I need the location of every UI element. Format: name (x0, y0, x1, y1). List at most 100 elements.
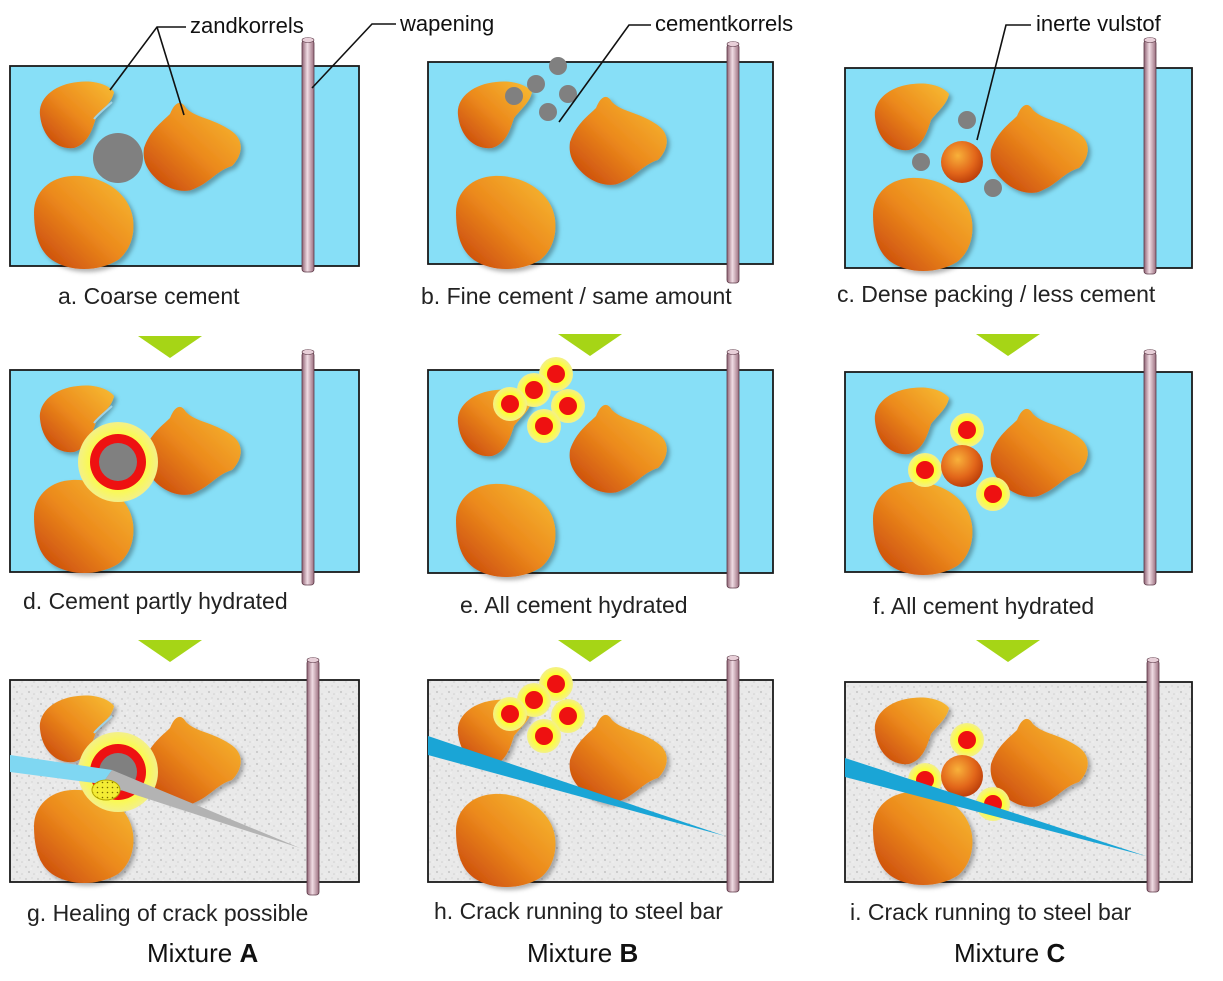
hydrated-cement-4 (535, 417, 553, 435)
sand-grain-bottom (456, 175, 556, 269)
panel-f-content (873, 387, 1088, 575)
sand-grain-right (143, 406, 241, 495)
mixture-a-label: Mixture A (147, 938, 258, 969)
caption-e: e. All cement hydrated (460, 592, 688, 618)
crack-healing-spot (91, 779, 121, 801)
hydrated-cement-3 (501, 705, 519, 723)
coarse-cement-grain (93, 133, 143, 183)
sand-grain-right (990, 408, 1088, 497)
callout-cement: cementkorrels (655, 11, 794, 36)
mixture-a-letter: A (239, 938, 259, 968)
caption-g: g. Healing of crack possible (27, 900, 309, 926)
hydrated-cement-3 (501, 395, 519, 413)
steel-bar-e (726, 351, 740, 589)
sand-grain-top (874, 387, 949, 455)
sand-grain-top (39, 81, 114, 149)
down-arrow-1 (558, 334, 622, 356)
callout-lines (109, 23, 1031, 141)
hydrated-cement-1 (525, 691, 543, 709)
hydrated-cement-0 (547, 675, 565, 693)
hydrated-cement-4 (535, 727, 553, 745)
steel-bar-g (306, 659, 320, 896)
steel-bar-b (726, 43, 740, 284)
panel-d-content (34, 385, 241, 573)
hydrated-cement-0 (958, 421, 976, 439)
fine-cement-grain-0 (958, 111, 976, 129)
steel-bar-top-g (306, 657, 320, 663)
panel-f (844, 371, 1193, 575)
panel-c (844, 67, 1193, 271)
callout-line-cement (558, 24, 651, 123)
steel-bar-d (301, 351, 315, 586)
sand-grain-right (990, 104, 1088, 193)
sand-grain-highlight (93, 715, 113, 734)
callout-line-sand-2 (156, 26, 185, 116)
sand-grain-bottom (456, 793, 556, 887)
inert-filler-grain (941, 445, 983, 487)
panel-e (427, 357, 774, 577)
hydrated-cement-2 (984, 485, 1002, 503)
hydrated-cement-1 (916, 461, 934, 479)
callout-rebar: wapening (400, 11, 495, 36)
sand-grain-right (143, 716, 241, 805)
hydrated-cement-2 (559, 397, 577, 415)
sand-grain-bottom (34, 789, 134, 883)
steel-bar-top-h (726, 655, 740, 661)
sand-grain-right (990, 718, 1088, 807)
panel-b (427, 57, 774, 269)
steel-bar-a (301, 39, 315, 273)
callout-sand: zandkorrels (190, 13, 304, 38)
hydrated-cement-0 (547, 365, 565, 383)
fine-cement-grain-1 (912, 153, 930, 171)
panel-a-content (34, 81, 241, 269)
fine-cement-grain-0 (549, 57, 567, 75)
sand-grain-bottom (456, 483, 556, 577)
hydrated-cement-0 (958, 731, 976, 749)
steel-bar-top-a (301, 37, 315, 43)
sand-grain-bottom (873, 177, 973, 271)
mixture-c-letter: C (1046, 938, 1066, 968)
crack-open-part (10, 755, 112, 784)
steel-bar-top-c (1143, 37, 1157, 43)
fine-cement-grain-1 (527, 75, 545, 93)
sand-grain-bottom (34, 175, 134, 269)
sand-grain-top (874, 697, 949, 765)
mixture-c-label: Mixture C (954, 938, 1065, 969)
caption-f: f. All cement hydrated (873, 593, 1095, 619)
arrows-layer (138, 334, 1040, 662)
panel-b-content (456, 57, 667, 269)
panel-e-content (456, 357, 667, 577)
down-arrow-4 (558, 640, 622, 662)
sand-grain-top (874, 83, 949, 151)
inert-filler-grain (941, 755, 983, 797)
caption-h: h. Crack running to steel bar (434, 898, 723, 924)
inert-filler-grain (941, 141, 983, 183)
panels-layer (9, 37, 1193, 896)
sand-grain-right (569, 96, 667, 185)
hydrated-cement-2 (559, 707, 577, 725)
caption-d: d. Cement partly hydrated (23, 588, 288, 614)
sand-grain-highlight (93, 101, 113, 120)
hydrated-cement-1 (525, 381, 543, 399)
steel-bar-top-e (726, 349, 740, 355)
down-arrow-5 (976, 640, 1040, 662)
steel-bar-top-b (726, 41, 740, 47)
sand-grain-bottom (34, 479, 134, 573)
mixture-c-prefix: Mixture (954, 938, 1047, 968)
crack-to-steel-i (845, 758, 1146, 856)
sand-grain-bottom (873, 791, 973, 885)
fine-cement-grain-3 (505, 87, 523, 105)
fine-cement-grain-4 (539, 103, 557, 121)
panel-d (9, 369, 360, 573)
mixture-a-prefix: Mixture (147, 938, 240, 968)
panel-h (427, 667, 774, 887)
panel-h-content (456, 667, 667, 887)
caption-c: c. Dense packing / less cement (837, 281, 1156, 307)
steel-bar-c (1143, 39, 1157, 275)
down-arrow-3 (138, 640, 202, 662)
fine-cement-grain-2 (559, 85, 577, 103)
mixture-b-letter: B (619, 938, 639, 968)
sand-grain-right (143, 102, 241, 191)
panel-c-content (873, 83, 1088, 271)
steel-bar-f (1143, 351, 1157, 586)
